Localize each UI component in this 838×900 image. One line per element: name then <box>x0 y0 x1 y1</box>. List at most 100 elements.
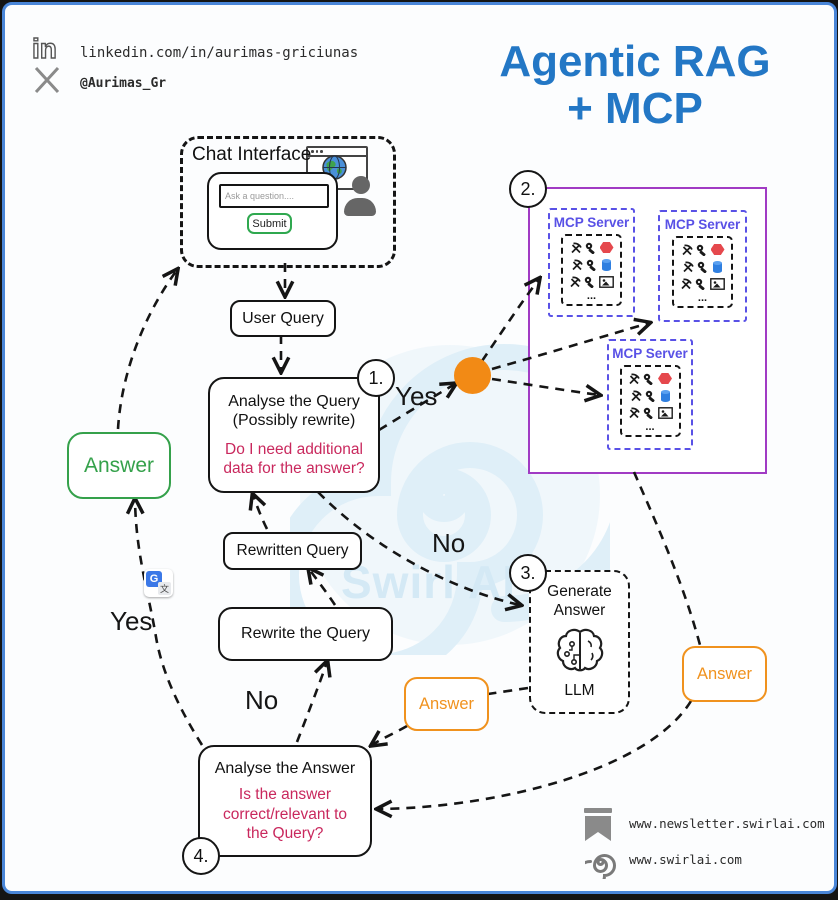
yes-label-top: Yes <box>395 381 438 411</box>
x-handle[interactable]: @Aurimas_Gr <box>80 76 167 91</box>
wrench-icon <box>585 242 594 254</box>
llm-label: LLM <box>564 682 595 700</box>
user-query-label: User Query <box>242 309 324 327</box>
tool-row <box>682 260 723 273</box>
tool-row <box>569 275 614 288</box>
step-badge-2-label: 2. <box>520 178 536 199</box>
step-badge-1-label: 1. <box>368 367 384 388</box>
generate-answer-line2: Answer <box>553 601 606 619</box>
wrench-icon <box>584 276 594 288</box>
analyse-query-title: Analyse the Query <box>228 392 360 410</box>
image-icon <box>599 275 614 288</box>
package-icon <box>710 244 725 255</box>
answer-node-orange-right: Answer <box>682 646 767 702</box>
brain-icon <box>556 629 603 672</box>
pickaxe-icon <box>572 259 583 270</box>
linkedin-url[interactable]: linkedin.com/in/aurimas-griciunas <box>80 45 359 61</box>
no-label-middle: No <box>432 528 466 558</box>
answer-right-label: Answer <box>696 664 753 683</box>
image-icon <box>710 277 725 290</box>
newsletter-url[interactable]: www.newsletter.swirlai.com <box>629 816 825 831</box>
mcp-tools-box: ... <box>619 365 681 437</box>
tool-row <box>680 277 725 290</box>
submit-button[interactable]: Submit <box>247 213 292 234</box>
analyse-answer-question2: correct/relevant to <box>222 805 348 823</box>
rewritten-query-node: Rewritten Query <box>223 532 362 570</box>
mcp-server-label: MCP Server <box>664 217 741 232</box>
ellipsis-label: ... <box>586 290 597 302</box>
router-dot <box>454 357 491 394</box>
ellipsis-label: ... <box>645 421 655 433</box>
mcp-tools-box: ... <box>561 234 622 306</box>
user-query-node: User Query <box>230 300 336 337</box>
step-badge-3-label: 3. <box>520 562 536 583</box>
mcp-server-box-1: MCP Server ... <box>548 208 635 317</box>
generate-answer-line1: Generate <box>547 582 612 600</box>
step-badge-1: 1. <box>357 359 395 397</box>
pickaxe-icon <box>630 390 642 401</box>
pickaxe-icon <box>570 242 582 253</box>
mcp-server-label: MCP Server <box>553 215 630 230</box>
x-icon <box>34 66 60 94</box>
pickaxe-icon <box>570 276 581 287</box>
chat-interface-box <box>180 136 396 268</box>
package-icon <box>599 242 614 253</box>
chat-interface-label: Chat Interface <box>192 144 312 165</box>
title-line2: + MCP <box>567 83 703 133</box>
yes-label-left: Yes <box>110 606 153 636</box>
database-icon <box>713 260 722 273</box>
question-input[interactable] <box>219 184 329 208</box>
wrench-icon <box>643 373 653 385</box>
database-icon <box>602 258 611 271</box>
swirl-logo-icon <box>585 854 616 879</box>
svg-text:in: in <box>32 33 57 64</box>
analyse-query-question1: Do I need additional <box>225 440 363 458</box>
title-line1: Agentic RAG <box>499 37 771 86</box>
wrench-icon <box>645 390 654 402</box>
answer-node-orange-left: Answer <box>404 677 489 731</box>
wrench-icon <box>696 244 705 256</box>
translate-text-glyph: 文 <box>158 582 171 595</box>
tool-row <box>681 243 725 256</box>
ellipsis-label: ... <box>697 292 708 304</box>
tool-row <box>571 258 612 271</box>
tool-row <box>628 372 672 385</box>
wrench-icon <box>697 261 707 273</box>
watermark-text: Swirl AI <box>341 556 516 608</box>
analyse-answer-question1: Is the answer <box>238 786 332 804</box>
package-icon <box>658 373 672 384</box>
step-badge-4-label: 4. <box>193 845 209 866</box>
user-avatar-icon <box>352 176 370 194</box>
database-icon <box>660 389 670 402</box>
site-url[interactable]: www.swirlai.com <box>629 852 742 867</box>
pickaxe-icon <box>681 278 692 289</box>
wrench-icon <box>586 259 596 271</box>
analyse-query-question2: data for the answer? <box>223 460 365 478</box>
step-badge-2: 2. <box>509 170 547 208</box>
analyse-query-subtitle: (Possibly rewrite) <box>232 412 356 430</box>
answer-node-green: Answer <box>67 432 171 499</box>
rewrite-query-label: Rewrite the Query <box>241 625 370 643</box>
rewritten-query-label: Rewritten Query <box>236 541 349 559</box>
step-badge-3: 3. <box>509 554 547 592</box>
tool-row <box>628 406 673 419</box>
image-icon <box>657 406 673 419</box>
mcp-server-box-3: MCP Server ... <box>607 339 693 450</box>
mcp-server-box-2: MCP Server ... <box>658 210 747 322</box>
tool-row <box>630 389 671 402</box>
wrench-icon <box>695 278 705 290</box>
rewrite-query-node: Rewrite the Query <box>218 607 393 661</box>
page-title: Agentic RAG + MCP <box>475 37 795 133</box>
wrench-icon <box>643 407 652 419</box>
pickaxe-icon <box>681 244 693 255</box>
pickaxe-icon <box>628 407 640 418</box>
linkedin-icon: in <box>31 32 57 64</box>
step-badge-4: 4. <box>182 837 220 875</box>
analyse-answer-question3: the Query? <box>246 824 324 842</box>
answer-left-label: Answer <box>418 694 475 713</box>
mcp-server-label: MCP Server <box>612 346 688 361</box>
tool-row <box>570 241 614 254</box>
analyse-query-node: Analyse the Query (Possibly rewrite) Do … <box>208 377 380 493</box>
